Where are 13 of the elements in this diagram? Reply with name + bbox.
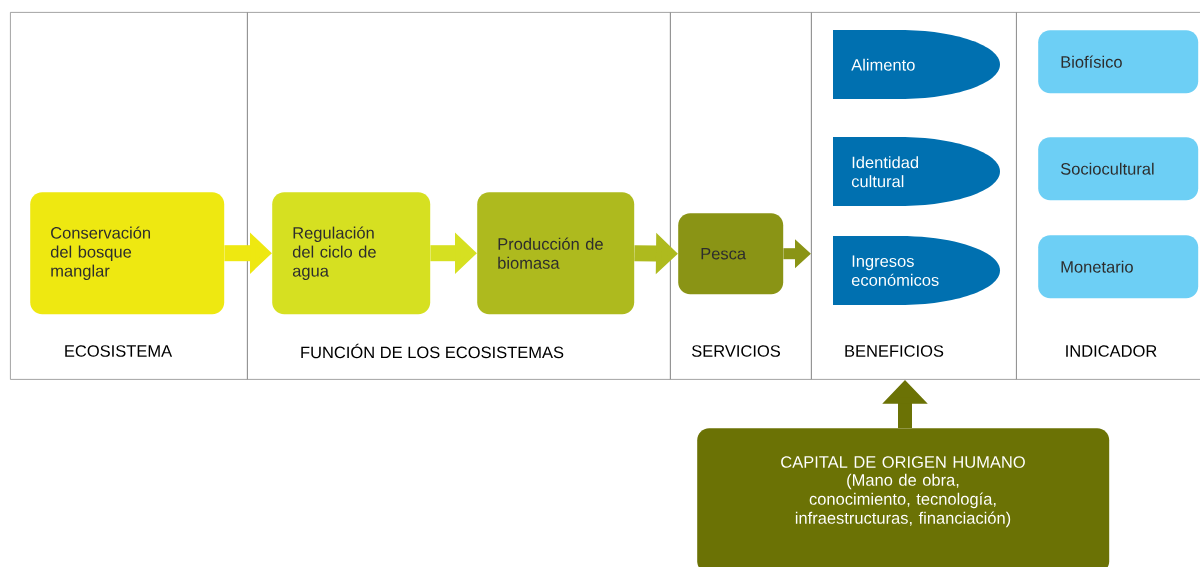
indicator-box: Biofísico bbox=[1038, 30, 1199, 94]
process-box: Producción de biomasa bbox=[477, 192, 635, 315]
indicator-box: Sociocultural bbox=[1038, 137, 1199, 201]
indicator-box: Monetario bbox=[1038, 235, 1199, 299]
capital-box: CAPITAL DE ORIGEN HUMANO (Mano de obra, conocimiento, tecnología, infraestructuras, financiación) bbox=[697, 428, 1110, 567]
process-box: Conservación del bosque manglar bbox=[30, 192, 225, 315]
column-heading: BENEFICIOS bbox=[845, 345, 944, 357]
process-box: Regulación del ciclo de agua bbox=[272, 192, 431, 315]
column-heading: FUNCIÓN DE LOS ECOSISTEMAS bbox=[301, 343, 564, 359]
column-heading: INDICADOR bbox=[1066, 345, 1157, 357]
column-heading: SERVICIOS bbox=[692, 345, 780, 357]
process-box: Pesca bbox=[678, 213, 784, 295]
column-heading: ECOSISTEMA bbox=[65, 345, 173, 357]
